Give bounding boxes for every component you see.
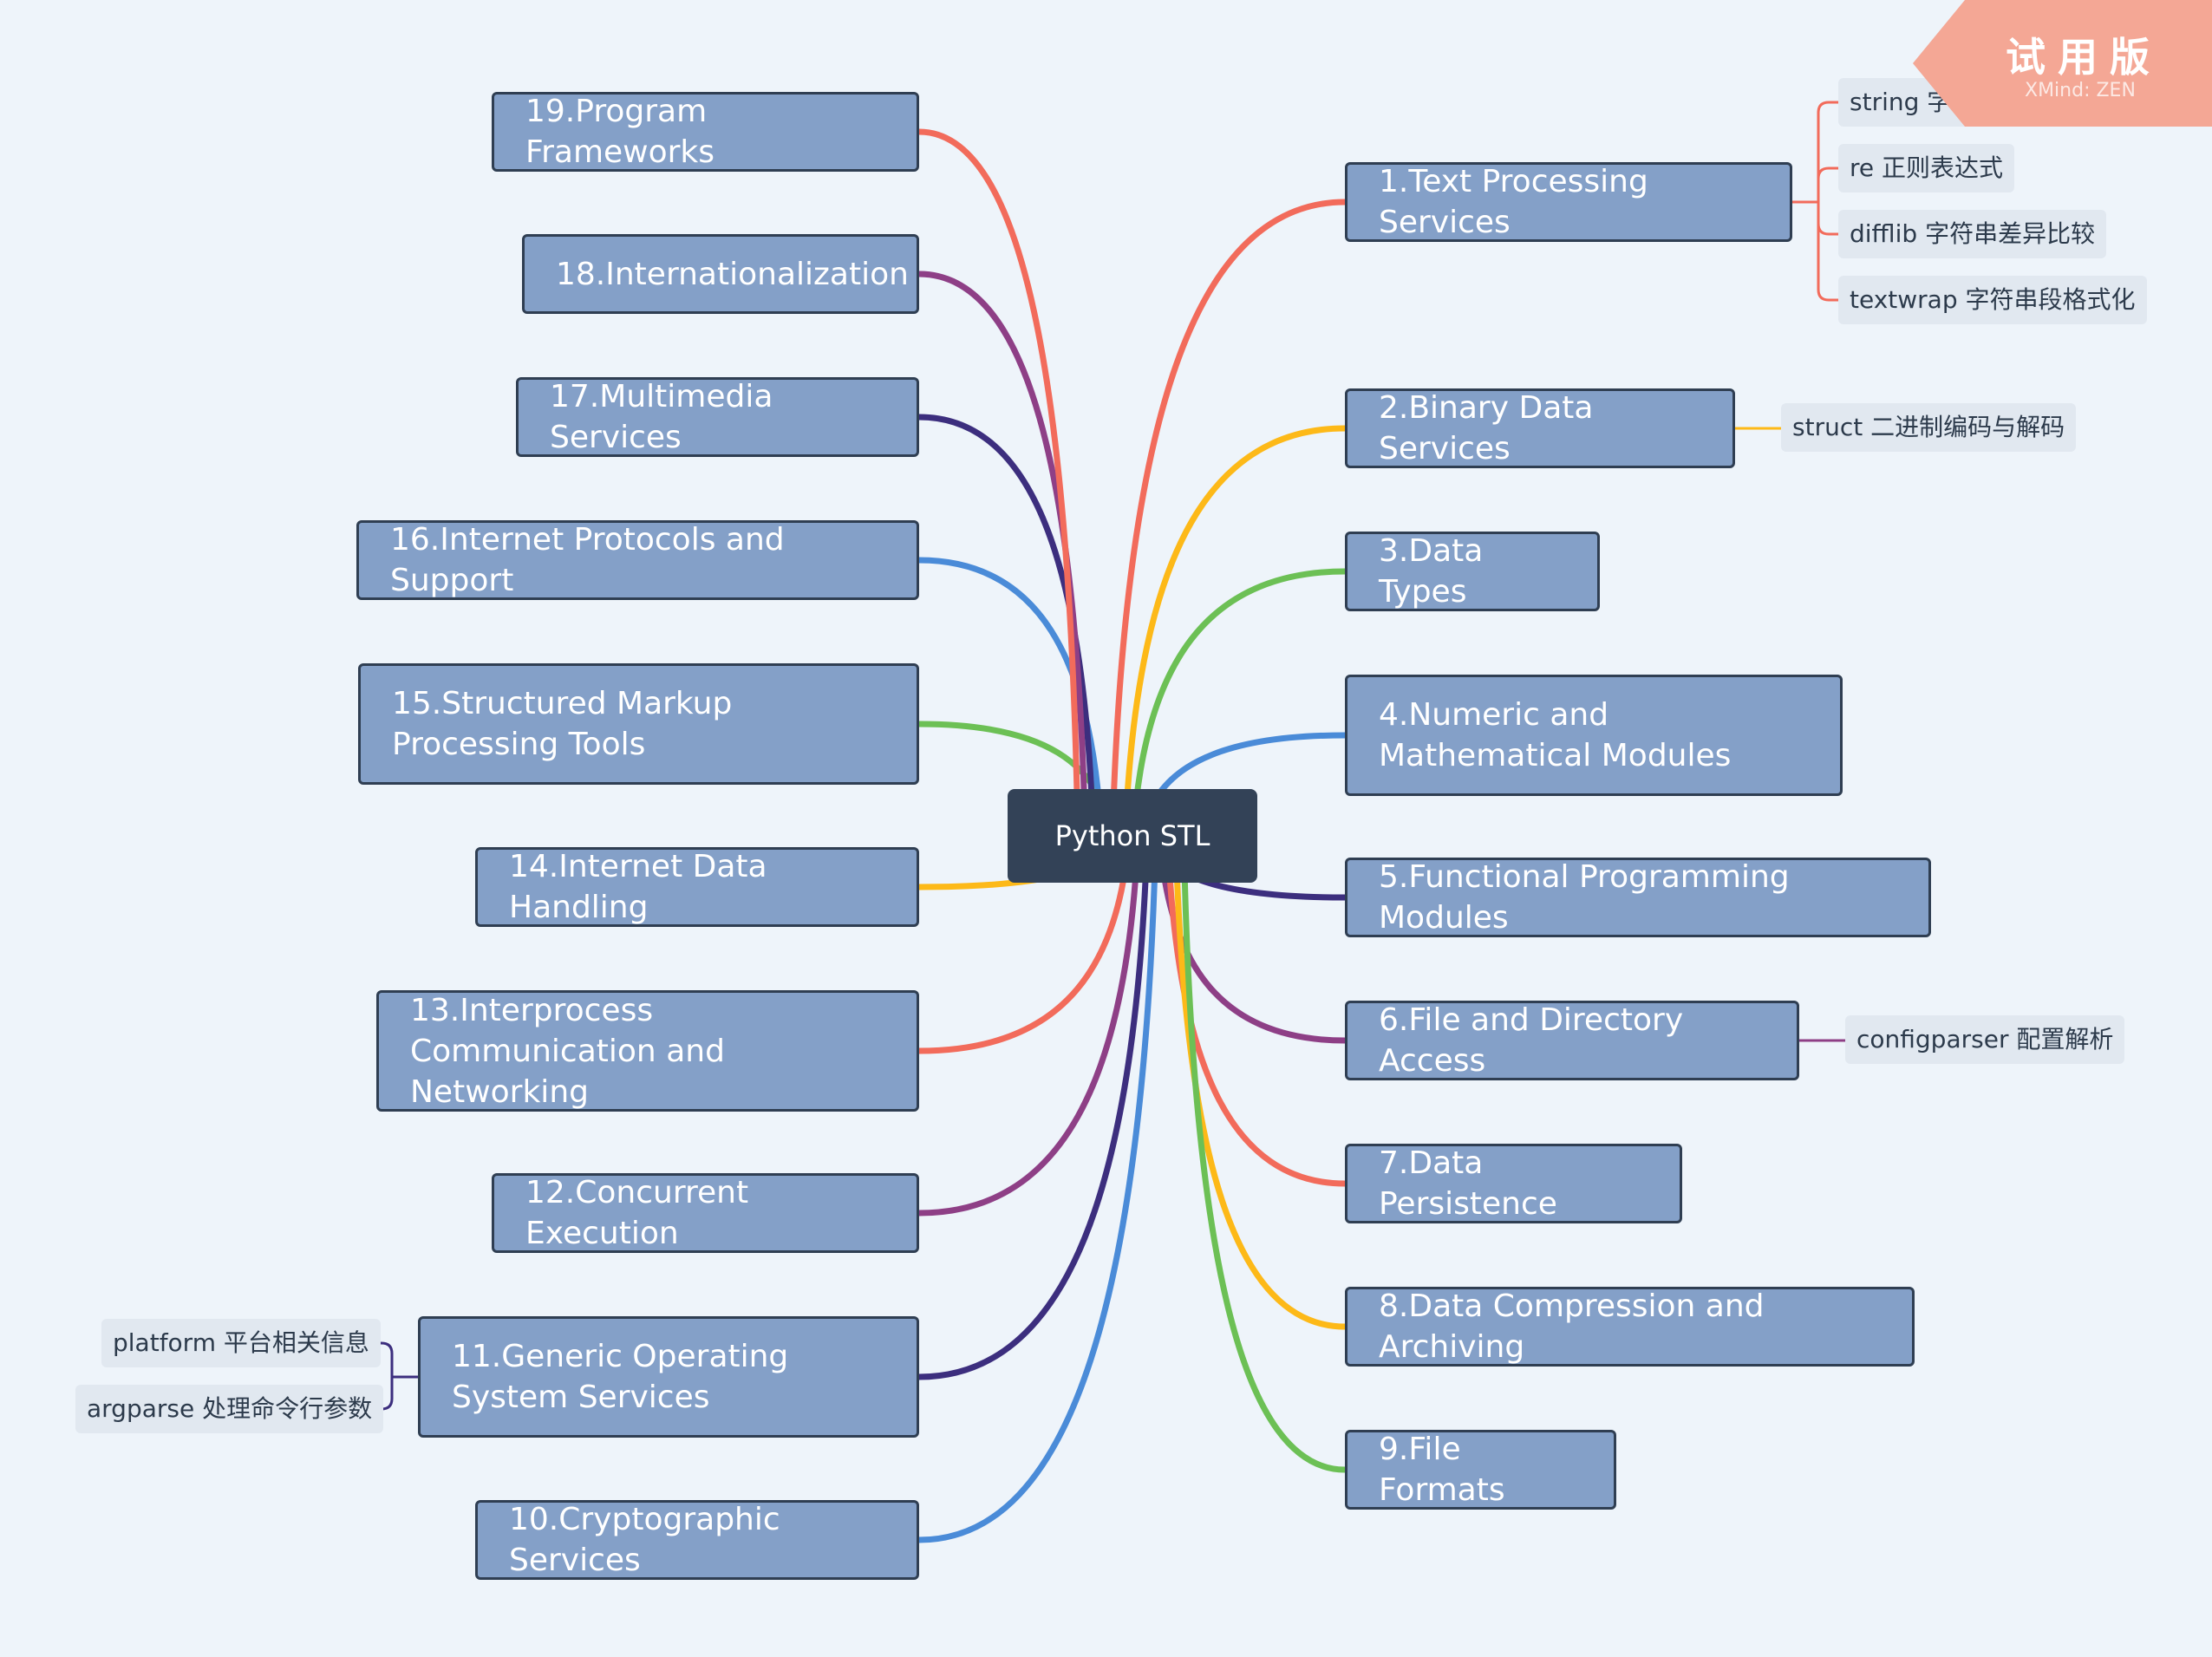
- topic-label: 8.Data Compression and Archiving: [1379, 1288, 1765, 1365]
- topic-interprocess-communication[interactable]: 13.Interprocess Communication and Networ…: [376, 990, 919, 1112]
- branch-line-t6: [1156, 832, 1348, 1044]
- subtopic-line-3: [1817, 200, 1840, 302]
- central-topic-label: Python STL: [1054, 819, 1210, 852]
- topic-label: 18.Internationalization: [556, 256, 909, 292]
- subtopic-difflib[interactable]: difflib 字符串差异比较: [1838, 210, 2107, 258]
- branch-line-t9: [1180, 832, 1348, 1473]
- topic-data-types[interactable]: 3.Data Types: [1345, 532, 1600, 611]
- topic-cryptographic[interactable]: 10.Cryptographic Services: [475, 1500, 919, 1580]
- subtopic-line-6: [379, 1341, 394, 1379]
- topic-label: 13.Interprocess Communication and Networ…: [410, 992, 725, 1110]
- topic-label: 1.Text Processing Services: [1379, 164, 1648, 240]
- subtopic-label: textwrap 字符串段格式化: [1850, 285, 2136, 314]
- topic-text-processing[interactable]: 1.Text Processing Services: [1345, 162, 1792, 242]
- branch-line-t16: [916, 557, 1105, 839]
- topic-label: 17.Multimedia Services: [550, 379, 773, 455]
- topic-label: 6.File and Directory Access: [1379, 1002, 1684, 1079]
- subtopic-label: configparser 配置解析: [1856, 1025, 2114, 1054]
- topic-generic-os[interactable]: 11.Generic Operating System Services: [418, 1316, 919, 1438]
- topic-label: 11.Generic Operating System Services: [452, 1339, 789, 1415]
- branch-line-t19: [916, 128, 1081, 839]
- topic-file-directory[interactable]: 6.File and Directory Access: [1345, 1001, 1799, 1080]
- subtopic-label: difflib 字符串差异比较: [1850, 219, 2096, 248]
- subtopic-line-2: [1817, 200, 1840, 236]
- branch-line-t13: [916, 832, 1132, 1054]
- subtopic-textwrap[interactable]: textwrap 字符串段格式化: [1838, 276, 2147, 324]
- subtopic-struct[interactable]: struct 二进制编码与解码: [1781, 403, 2077, 452]
- trial-badge: [1913, 0, 2212, 127]
- branch-line-t1: [1109, 199, 1348, 839]
- topic-label: 15.Structured Markup Processing Tools: [392, 686, 733, 762]
- subtopic-label: struct 二进制编码与解码: [1792, 413, 2065, 441]
- branch-line-t3: [1130, 568, 1348, 839]
- topic-data-persistence[interactable]: 7.Data Persistence: [1345, 1144, 1682, 1223]
- topic-label: 19.Program Frameworks: [525, 94, 715, 170]
- topic-internet-protocols[interactable]: 16.Internet Protocols and Support: [356, 520, 919, 600]
- subtopic-label: re 正则表达式: [1850, 153, 2004, 182]
- topic-internationalization[interactable]: 18.Internationalization: [522, 234, 919, 314]
- topic-label: 7.Data Persistence: [1379, 1145, 1557, 1222]
- topic-internet-data-handling[interactable]: 14.Internet Data Handling: [475, 847, 919, 927]
- topic-label: 9.File Formats: [1379, 1432, 1505, 1508]
- topic-label: 2.Binary Data Services: [1379, 390, 1594, 466]
- subtopic-label: argparse 处理命令行参数: [87, 1394, 373, 1423]
- topic-label: 3.Data Types: [1379, 533, 1484, 610]
- trial-badge-text: 试用版: [2006, 34, 2162, 81]
- branch-line-t18: [916, 271, 1089, 839]
- topic-numeric-math[interactable]: 4.Numeric and Mathematical Modules: [1345, 675, 1843, 796]
- subtopic-line-0: [1817, 101, 1840, 204]
- branch-line-t7: [1165, 832, 1348, 1187]
- branch-line-t8: [1172, 832, 1348, 1330]
- subtopic-argparse[interactable]: argparse 处理命令行参数: [75, 1385, 384, 1433]
- topic-concurrent-execution[interactable]: 12.Concurrent Execution: [492, 1173, 919, 1253]
- topic-label: 4.Numeric and Mathematical Modules: [1379, 697, 1732, 773]
- subtopic-label: platform 平台相关信息: [113, 1328, 369, 1357]
- branch-line-t12: [916, 832, 1141, 1217]
- topic-label: 14.Internet Data Handling: [509, 849, 767, 925]
- branch-line-t10: [916, 832, 1159, 1543]
- topic-multimedia[interactable]: 17.Multimedia Services: [516, 377, 919, 457]
- topic-program-frameworks[interactable]: 19.Program Frameworks: [492, 92, 919, 172]
- topic-data-compression[interactable]: 8.Data Compression and Archiving: [1345, 1287, 1915, 1367]
- branch-line-t2: [1122, 425, 1348, 839]
- subtopic-platform[interactable]: platform 平台相关信息: [101, 1319, 381, 1367]
- topic-structured-markup[interactable]: 15.Structured Markup Processing Tools: [358, 663, 919, 785]
- topic-label: 16.Internet Protocols and Support: [390, 522, 785, 598]
- subtopic-line-1: [1817, 166, 1840, 204]
- branch-line-t17: [916, 414, 1097, 839]
- subtopic-configparser[interactable]: configparser 配置解析: [1845, 1015, 2125, 1064]
- central-topic[interactable]: Python STL: [1008, 789, 1257, 883]
- topic-file-formats[interactable]: 9.File Formats: [1345, 1430, 1616, 1510]
- topic-binary-data[interactable]: 2.Binary Data Services: [1345, 388, 1735, 468]
- topic-label: 12.Concurrent Execution: [525, 1175, 749, 1251]
- trial-badge-subtext: XMind: ZEN: [2025, 80, 2136, 101]
- topic-label: 5.Functional Programming Modules: [1379, 859, 1790, 936]
- branch-line-t11: [916, 832, 1151, 1380]
- topic-label: 10.Cryptographic Services: [509, 1502, 780, 1578]
- topic-functional-programming[interactable]: 5.Functional Programming Modules: [1345, 858, 1931, 937]
- subtopic-re[interactable]: re 正则表达式: [1838, 144, 2015, 192]
